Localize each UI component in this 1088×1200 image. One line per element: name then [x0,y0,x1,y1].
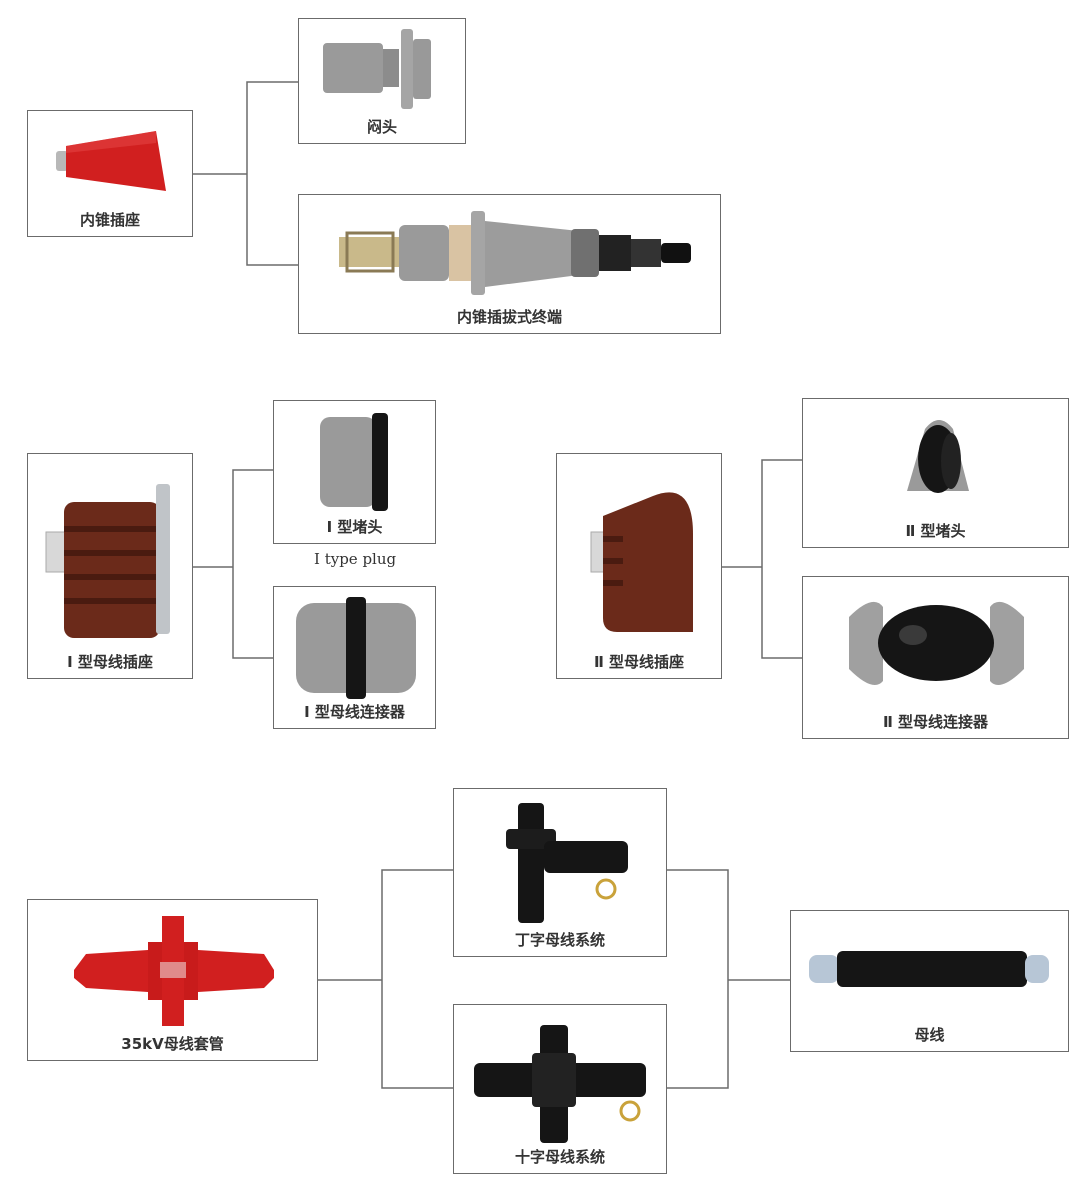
line-busbar-branch [667,869,729,1089]
node-label: 丁字母线系统 [514,931,605,949]
node-label: Ⅱ 型母线连接器 [882,713,989,731]
node-label: 母线 [914,1026,945,1044]
node-label: Ⅱ 型母线插座 [593,653,685,671]
node-type1-busbar-socket: Ⅰ 型母线插座 [27,453,193,679]
node-label: 闷头 [366,118,397,136]
node-type2-busbar-socket: Ⅱ 型母线插座 [556,453,722,679]
node-type1-plug: Ⅰ 型堵头 [273,400,436,544]
node-type2-plug: Ⅱ 型堵头 [802,398,1069,548]
plug-head-image [323,29,431,109]
type2-busbar-socket-image [590,492,693,632]
inner-cone-socket-image [56,131,166,191]
node-busbar: 母线 [790,910,1069,1052]
line-type2-branch [761,459,802,659]
type2-plug-image [907,420,969,493]
line-type1-branch [232,469,273,659]
node-type1-busbar-connector: Ⅰ 型母线连接器 [273,586,436,729]
type1-busbar-connector-image [296,597,416,699]
line-inner-cone-branch [246,81,298,266]
node-label: 内锥插拔式终端 [456,308,562,326]
node-label: 十字母线系统 [514,1148,605,1166]
node-plug-head: 闷头 [298,18,466,144]
node-label: Ⅰ 型母线连接器 [304,703,405,721]
busbar-image [809,951,1049,987]
t-busbar-system-image [506,803,628,923]
node-type2-busbar-connector: Ⅱ 型母线连接器 [802,576,1069,739]
type1-plug-image [320,413,388,511]
inner-cone-termination-image [339,211,691,295]
bushing-35kv-image [74,916,274,1026]
node-t-busbar-system: 丁字母线系统 [453,788,667,957]
node-label: 内锥插座 [79,211,140,229]
node-inner-cone-termination: 内锥插拔式终端 [298,194,721,334]
type1-busbar-socket-image [45,484,170,638]
cross-busbar-system-image [474,1025,646,1143]
node-label: Ⅱ 型堵头 [905,522,966,540]
node-inner-cone-socket: 内锥插座 [27,110,193,237]
line-bushing-branch [381,869,453,1089]
node-cross-busbar-system: 十字母线系统 [453,1004,667,1174]
node-label: Ⅰ 型堵头 [326,518,383,536]
type2-busbar-connector-image [849,601,1024,685]
type1-plug-english-label: Ⅰ type plug [314,550,397,568]
node-label: 35kV母线套管 [121,1035,224,1053]
node-bushing-35kv: 35kV母线套管 [27,899,318,1061]
node-label: Ⅰ 型母线插座 [67,653,153,671]
